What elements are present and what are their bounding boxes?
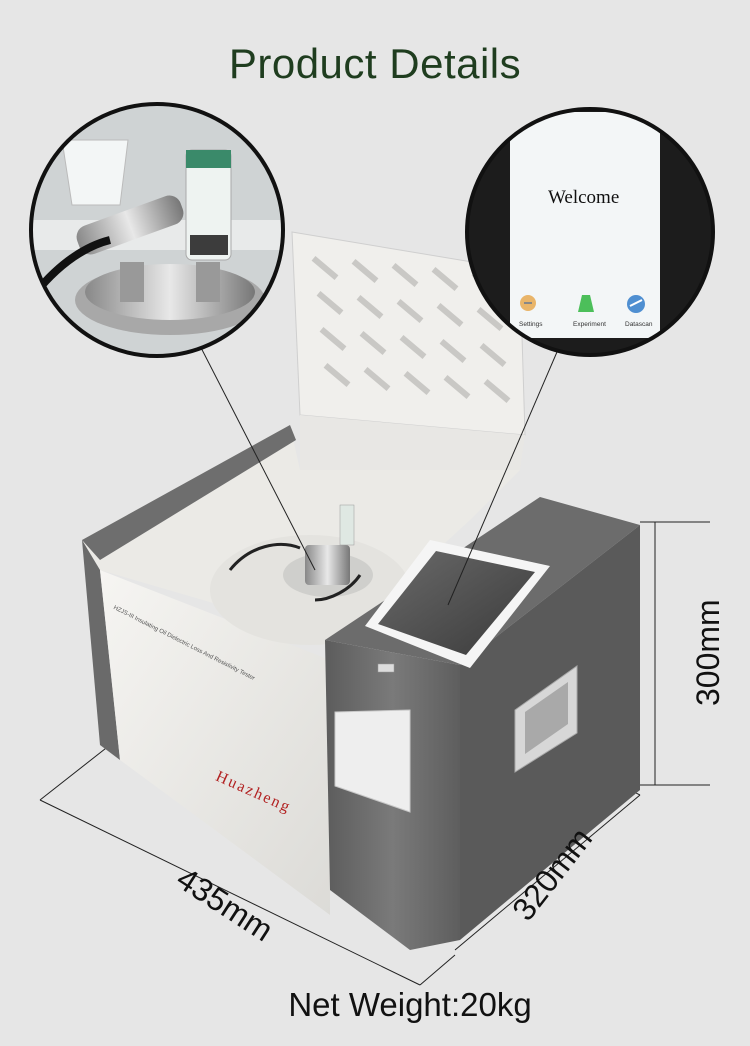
app-label-datascan: Datascan bbox=[625, 321, 653, 328]
net-weight: Net Weight:20kg bbox=[288, 986, 532, 1023]
instrument-lid bbox=[291, 231, 526, 470]
app-label-settings: Settings bbox=[519, 321, 543, 328]
app-label-experiment: Experiment bbox=[573, 321, 606, 328]
control-unit bbox=[325, 497, 640, 950]
page-title: Product Details bbox=[228, 40, 522, 87]
dimension-height: 300mm bbox=[690, 599, 726, 706]
flask-icon bbox=[578, 295, 594, 312]
dimension-lines bbox=[39, 521, 710, 986]
callout-lines bbox=[194, 335, 561, 606]
electrode-cup-closeup bbox=[29, 102, 285, 358]
welcome-text: Welcome bbox=[548, 187, 620, 208]
touchscreen-closeup bbox=[465, 107, 715, 357]
